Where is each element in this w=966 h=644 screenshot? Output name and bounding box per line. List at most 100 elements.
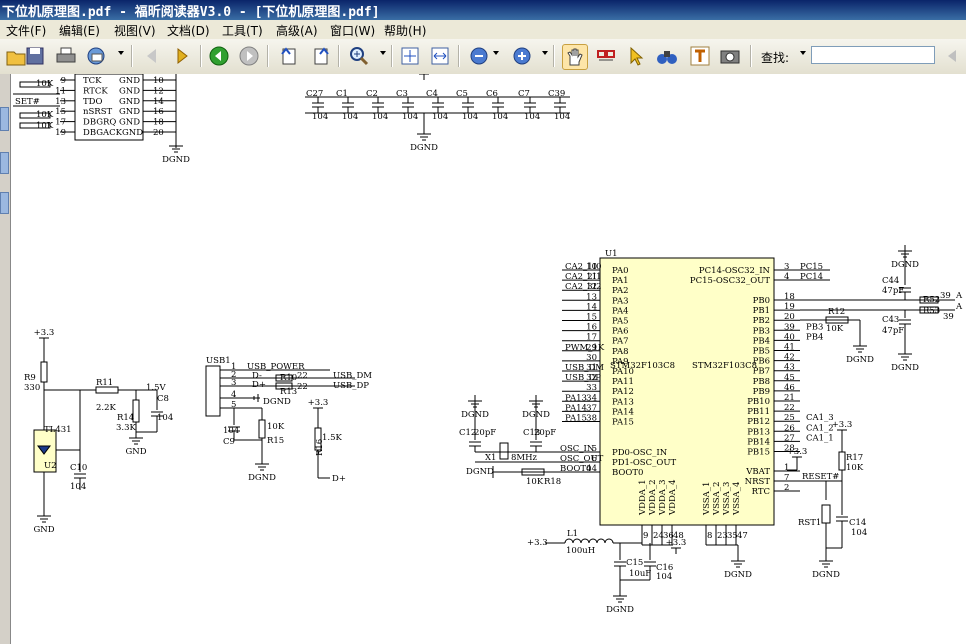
inductor-coil (596, 538, 606, 544)
inductor-coil (580, 538, 590, 544)
mcu-pin-number: 24 (653, 531, 664, 541)
mcu-pin-number: 39 (784, 322, 795, 332)
usb-pin-number: 2 (231, 370, 236, 380)
save-icon[interactable] (23, 44, 47, 68)
menu-view[interactable]: 视图(V) (114, 24, 156, 38)
mcu-pin-number: 40 (784, 332, 795, 342)
mcu-pin-number: 27 (784, 433, 795, 443)
mcu-net-label: PA15 (565, 414, 587, 424)
mcu-pin-label: PB10 (747, 397, 770, 407)
select-arrow-icon[interactable] (624, 44, 648, 68)
rotate-right-icon[interactable] (308, 44, 332, 68)
email-icon[interactable] (84, 44, 108, 68)
zoom-out-dropdown-icon[interactable] (493, 51, 499, 55)
jtag-pin-number: 19 (55, 128, 66, 138)
layers-tab-icon[interactable] (0, 192, 9, 214)
zoom-in-dropdown-icon[interactable] (542, 51, 548, 55)
mcu-pin-label: PB13 (747, 427, 770, 437)
toolbar-separator (553, 45, 555, 67)
mcu-pin-label: PB8 (753, 377, 770, 387)
find-prev-icon[interactable] (940, 44, 964, 68)
side-panel (0, 74, 11, 644)
menu-tools[interactable]: 工具(T) (222, 24, 263, 38)
mcu-pin-label: RTC (752, 487, 770, 497)
binoculars-icon[interactable] (655, 44, 679, 68)
cap-value-label: 104 (492, 112, 508, 122)
cap-value-label: 104 (372, 112, 388, 122)
zoom-out-icon[interactable] (467, 44, 491, 68)
r15-label: R15 (267, 436, 284, 446)
r17-label: R17 (846, 453, 863, 463)
usb-pin-number: 5 (231, 400, 236, 410)
hand-tool-icon[interactable] (562, 44, 588, 70)
mcu-pin-label: PB4 (753, 336, 770, 346)
find-label: 查找: (761, 51, 790, 65)
usb-connector (205, 365, 221, 417)
mcu-pin-label: VBAT (745, 467, 770, 477)
jtag-dgnd-label: DGND (162, 155, 190, 165)
forward-icon[interactable] (237, 44, 261, 68)
zoom-dropdown-icon[interactable] (380, 51, 386, 55)
title-bar: 下位机原理图.pdf - 福昕阅读器V3.0 - [下位机原理图.pdf] (0, 0, 966, 20)
pages-tab-icon[interactable] (0, 152, 9, 174)
mcu-pin-number: 36 (663, 531, 674, 541)
typewriter-icon[interactable] (688, 44, 712, 68)
snapshot-icon[interactable] (718, 44, 742, 68)
mcu-pin-label: PA14 (612, 407, 634, 417)
c12-label: C12 (459, 428, 476, 438)
mcu-pin-label: PB9 (753, 387, 770, 397)
r12 (825, 316, 849, 324)
fit-page-icon[interactable] (398, 44, 422, 68)
mcu-net-label: PA14 (565, 403, 587, 413)
prev-page-icon[interactable] (170, 44, 194, 68)
find-input[interactable] (811, 46, 935, 64)
r17-value-label: 10K (846, 463, 864, 473)
mcu-pin-number: 4 (784, 272, 789, 282)
jtag-pin-number: 12 (153, 86, 164, 96)
c9-label: C9 (223, 437, 235, 447)
mcu-pin-number: 2 (784, 483, 789, 493)
toolbar-separator (131, 45, 133, 67)
menu-file[interactable]: 文件(F) (6, 24, 47, 38)
c43-label: C43 (882, 315, 899, 325)
menu-document[interactable]: 文档(D) (167, 24, 210, 38)
menu-window[interactable]: 窗口(W) (330, 24, 376, 38)
email-dropdown-icon[interactable] (118, 51, 124, 55)
zoom-icon[interactable] (347, 44, 371, 68)
mcu-net-label: CA2_3I2 (565, 282, 601, 292)
mcu-pin-label: VDDA_3 (658, 479, 668, 516)
r12-dgnd-label: DGND (846, 355, 874, 365)
usb-dm-net-label: USB_DM (333, 371, 372, 381)
mcu-pin-label: PC15-OSC32_OUT (690, 276, 770, 286)
rotate-left-icon[interactable] (278, 44, 302, 68)
c44-value-label: 47pF (882, 286, 904, 296)
jtag-pin-label: nSRST (83, 107, 113, 117)
back-icon[interactable] (207, 44, 231, 68)
menu-edit[interactable]: 编辑(E) (59, 24, 100, 38)
mcu-pin-label: PA15 (612, 418, 634, 428)
mcu-name-label: STM32F103C8 (610, 361, 675, 371)
first-page-icon[interactable] (140, 44, 164, 68)
menu-help[interactable]: 帮助(H) (384, 24, 427, 38)
jtag-resistor-label: 10K (36, 110, 54, 120)
bookmark-tab-icon[interactable] (0, 107, 9, 131)
zoom-in-icon[interactable] (510, 44, 534, 68)
c16-value-label: 104 (656, 572, 672, 582)
vssa-dgnd-label: DGND (724, 570, 752, 580)
mcu-pin-label: PD1-OSC_OUT (612, 458, 676, 468)
menu-advanced[interactable]: 高级(A) (276, 24, 318, 38)
mcu-pin-number: 18 (784, 292, 795, 302)
mcu-pin-number: 26 (784, 423, 795, 433)
window-title: 下位机原理图.pdf - 福昕阅读器V3.0 - [下位机原理图.pdf] (2, 5, 380, 20)
mcu-name-label: STM32F103C8 (692, 361, 757, 371)
print-icon[interactable] (54, 44, 78, 68)
inductor-coil (588, 538, 598, 544)
mcu-pin-label: PB7 (753, 367, 770, 377)
jtag-resistor (19, 122, 51, 129)
fit-width-icon[interactable] (428, 44, 452, 68)
open-icon[interactable] (4, 44, 28, 68)
find-options-dropdown-icon[interactable] (800, 51, 806, 55)
mcu-pin-label: VSSA_3 (722, 482, 732, 516)
select-text-icon[interactable] (594, 44, 618, 68)
